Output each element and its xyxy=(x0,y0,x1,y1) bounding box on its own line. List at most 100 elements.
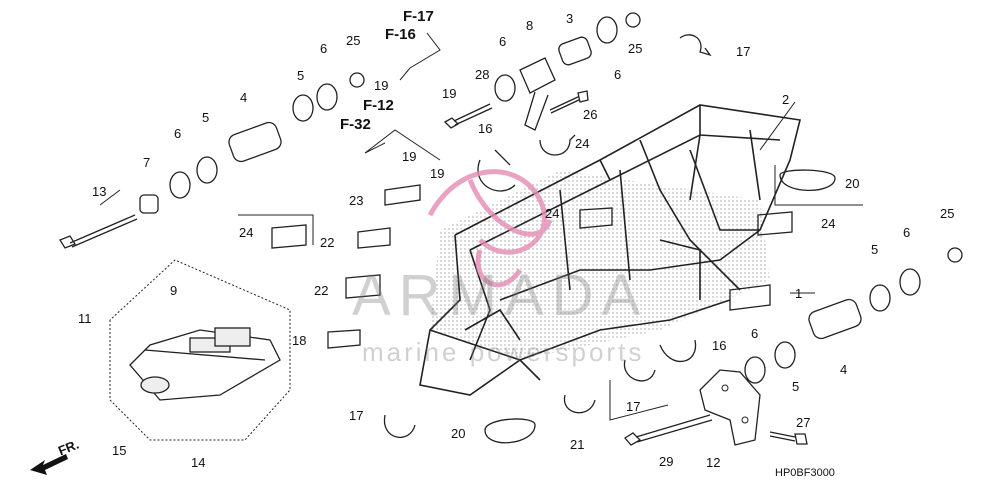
callout-17[interactable]: 17 xyxy=(626,399,641,414)
callout-9[interactable]: 9 xyxy=(170,283,178,298)
callout-24[interactable]: 24 xyxy=(575,136,590,151)
callout-8[interactable]: 8 xyxy=(526,18,534,33)
callout-28[interactable]: 28 xyxy=(475,67,490,82)
callout-11[interactable]: 11 xyxy=(78,311,92,326)
clamp-22-b[interactable] xyxy=(345,274,381,299)
front-arrow-icon xyxy=(30,454,68,475)
callout-27[interactable]: 27 xyxy=(796,415,811,430)
bracket-12[interactable] xyxy=(699,369,761,446)
callout-24[interactable]: 24 xyxy=(821,216,836,231)
callout-23[interactable]: 23 xyxy=(349,193,364,208)
washer-6-d[interactable] xyxy=(596,16,618,44)
callout-13[interactable]: 13 xyxy=(92,184,107,199)
callout-25[interactable]: 25 xyxy=(346,33,361,48)
band-20-b[interactable] xyxy=(484,418,536,444)
clamp-17-b[interactable] xyxy=(623,359,656,382)
washer-6-a[interactable] xyxy=(169,171,191,199)
callout-20[interactable]: 20 xyxy=(451,426,466,441)
bearing-5-d[interactable] xyxy=(869,284,891,312)
callout-7[interactable]: 7 xyxy=(143,155,151,170)
callout-6[interactable]: 6 xyxy=(751,326,759,341)
callout-6[interactable]: 6 xyxy=(614,67,622,82)
clamp-21[interactable] xyxy=(563,394,596,414)
callout-19[interactable]: 19 xyxy=(374,78,389,93)
main-frame[interactable] xyxy=(419,104,801,396)
washer-6-c[interactable] xyxy=(494,74,516,102)
washer-6-f[interactable] xyxy=(899,268,921,296)
callout-25[interactable]: 25 xyxy=(940,206,955,221)
callout-22[interactable]: 22 xyxy=(320,235,335,250)
clamp-24-d[interactable] xyxy=(757,211,793,236)
callout-22[interactable]: 22 xyxy=(314,283,329,298)
skid-plate[interactable] xyxy=(129,327,281,401)
callout-5[interactable]: 5 xyxy=(202,110,210,125)
ref-f16[interactable]: F-16 xyxy=(385,26,416,43)
clamp-24-b[interactable] xyxy=(271,224,307,249)
callout-6[interactable]: 6 xyxy=(174,126,182,141)
callout-20[interactable]: 20 xyxy=(845,176,860,191)
collar-8[interactable] xyxy=(519,57,556,94)
callout-19[interactable]: 19 xyxy=(402,149,417,164)
callout-17[interactable]: 17 xyxy=(349,408,364,423)
pivot-bushing-4-a[interactable] xyxy=(227,120,284,163)
bolt-26[interactable] xyxy=(549,90,589,114)
bolt-28[interactable] xyxy=(443,103,493,129)
callout-19[interactable]: 19 xyxy=(442,86,457,101)
bearing-5-b[interactable] xyxy=(292,94,314,122)
callout-17[interactable]: 17 xyxy=(736,44,751,59)
bolt-27[interactable] xyxy=(769,431,808,445)
watermark-brand: ARMADA xyxy=(352,263,649,328)
ref-f32[interactable]: F-32 xyxy=(340,116,371,133)
cap-nut-25-c[interactable] xyxy=(947,247,963,263)
washer-6-b[interactable] xyxy=(316,83,338,111)
clamp-24-c[interactable] xyxy=(579,207,613,229)
bolt-13[interactable] xyxy=(59,214,138,249)
clamp-24-a[interactable] xyxy=(539,134,576,156)
callout-26[interactable]: 26 xyxy=(583,107,598,122)
cap-nut-25-a[interactable] xyxy=(349,72,365,88)
callout-6[interactable]: 6 xyxy=(320,41,328,56)
callout-6[interactable]: 6 xyxy=(499,34,507,49)
callout-6[interactable]: 6 xyxy=(903,225,911,240)
callout-2[interactable]: 2 xyxy=(782,92,790,107)
callout-1[interactable]: 1 xyxy=(795,286,803,301)
callout-5[interactable]: 5 xyxy=(297,68,305,83)
collar-7[interactable] xyxy=(139,194,159,214)
bolt-29[interactable] xyxy=(624,414,713,446)
pivot-bushing-3[interactable] xyxy=(557,36,593,67)
callout-25[interactable]: 25 xyxy=(628,41,643,56)
clamp-16-a[interactable] xyxy=(477,149,516,192)
callout-12[interactable]: 12 xyxy=(706,455,721,470)
callout-18[interactable]: 18 xyxy=(292,333,307,348)
callout-29[interactable]: 29 xyxy=(659,454,674,469)
callout-21[interactable]: 21 xyxy=(570,437,585,452)
clamp-18[interactable] xyxy=(327,329,361,349)
clamp-17-a[interactable] xyxy=(679,34,712,57)
band-20-a[interactable] xyxy=(779,169,836,192)
pivot-bushing-4-b[interactable] xyxy=(807,297,864,340)
callout-4[interactable]: 4 xyxy=(840,362,848,377)
bearing-5-a[interactable] xyxy=(196,156,218,184)
ref-f17[interactable]: F-17 xyxy=(403,8,434,25)
callout-16[interactable]: 16 xyxy=(478,121,493,136)
clamp-17-c[interactable] xyxy=(383,414,416,438)
callout-14[interactable]: 14 xyxy=(191,455,206,470)
callout-3[interactable]: 3 xyxy=(566,11,574,26)
callout-4[interactable]: 4 xyxy=(240,90,248,105)
ref-f12[interactable]: F-12 xyxy=(363,97,394,114)
cap-nut-25-b[interactable] xyxy=(625,12,641,28)
callout-16[interactable]: 16 xyxy=(712,338,727,353)
clamp-16-b[interactable] xyxy=(659,339,697,362)
clamp-23[interactable] xyxy=(384,184,421,206)
callout-24[interactable]: 24 xyxy=(239,225,254,240)
clamp-22-a[interactable] xyxy=(357,227,391,249)
callout-5[interactable]: 5 xyxy=(871,242,879,257)
callout-5[interactable]: 5 xyxy=(792,379,800,394)
washer-6-e[interactable] xyxy=(744,356,766,384)
callout-24[interactable]: 24 xyxy=(545,206,560,221)
callout-19[interactable]: 19 xyxy=(430,166,445,181)
bearing-5-c[interactable] xyxy=(774,341,796,369)
clamp-1[interactable] xyxy=(729,284,771,311)
callout-15[interactable]: 15 xyxy=(112,443,127,458)
